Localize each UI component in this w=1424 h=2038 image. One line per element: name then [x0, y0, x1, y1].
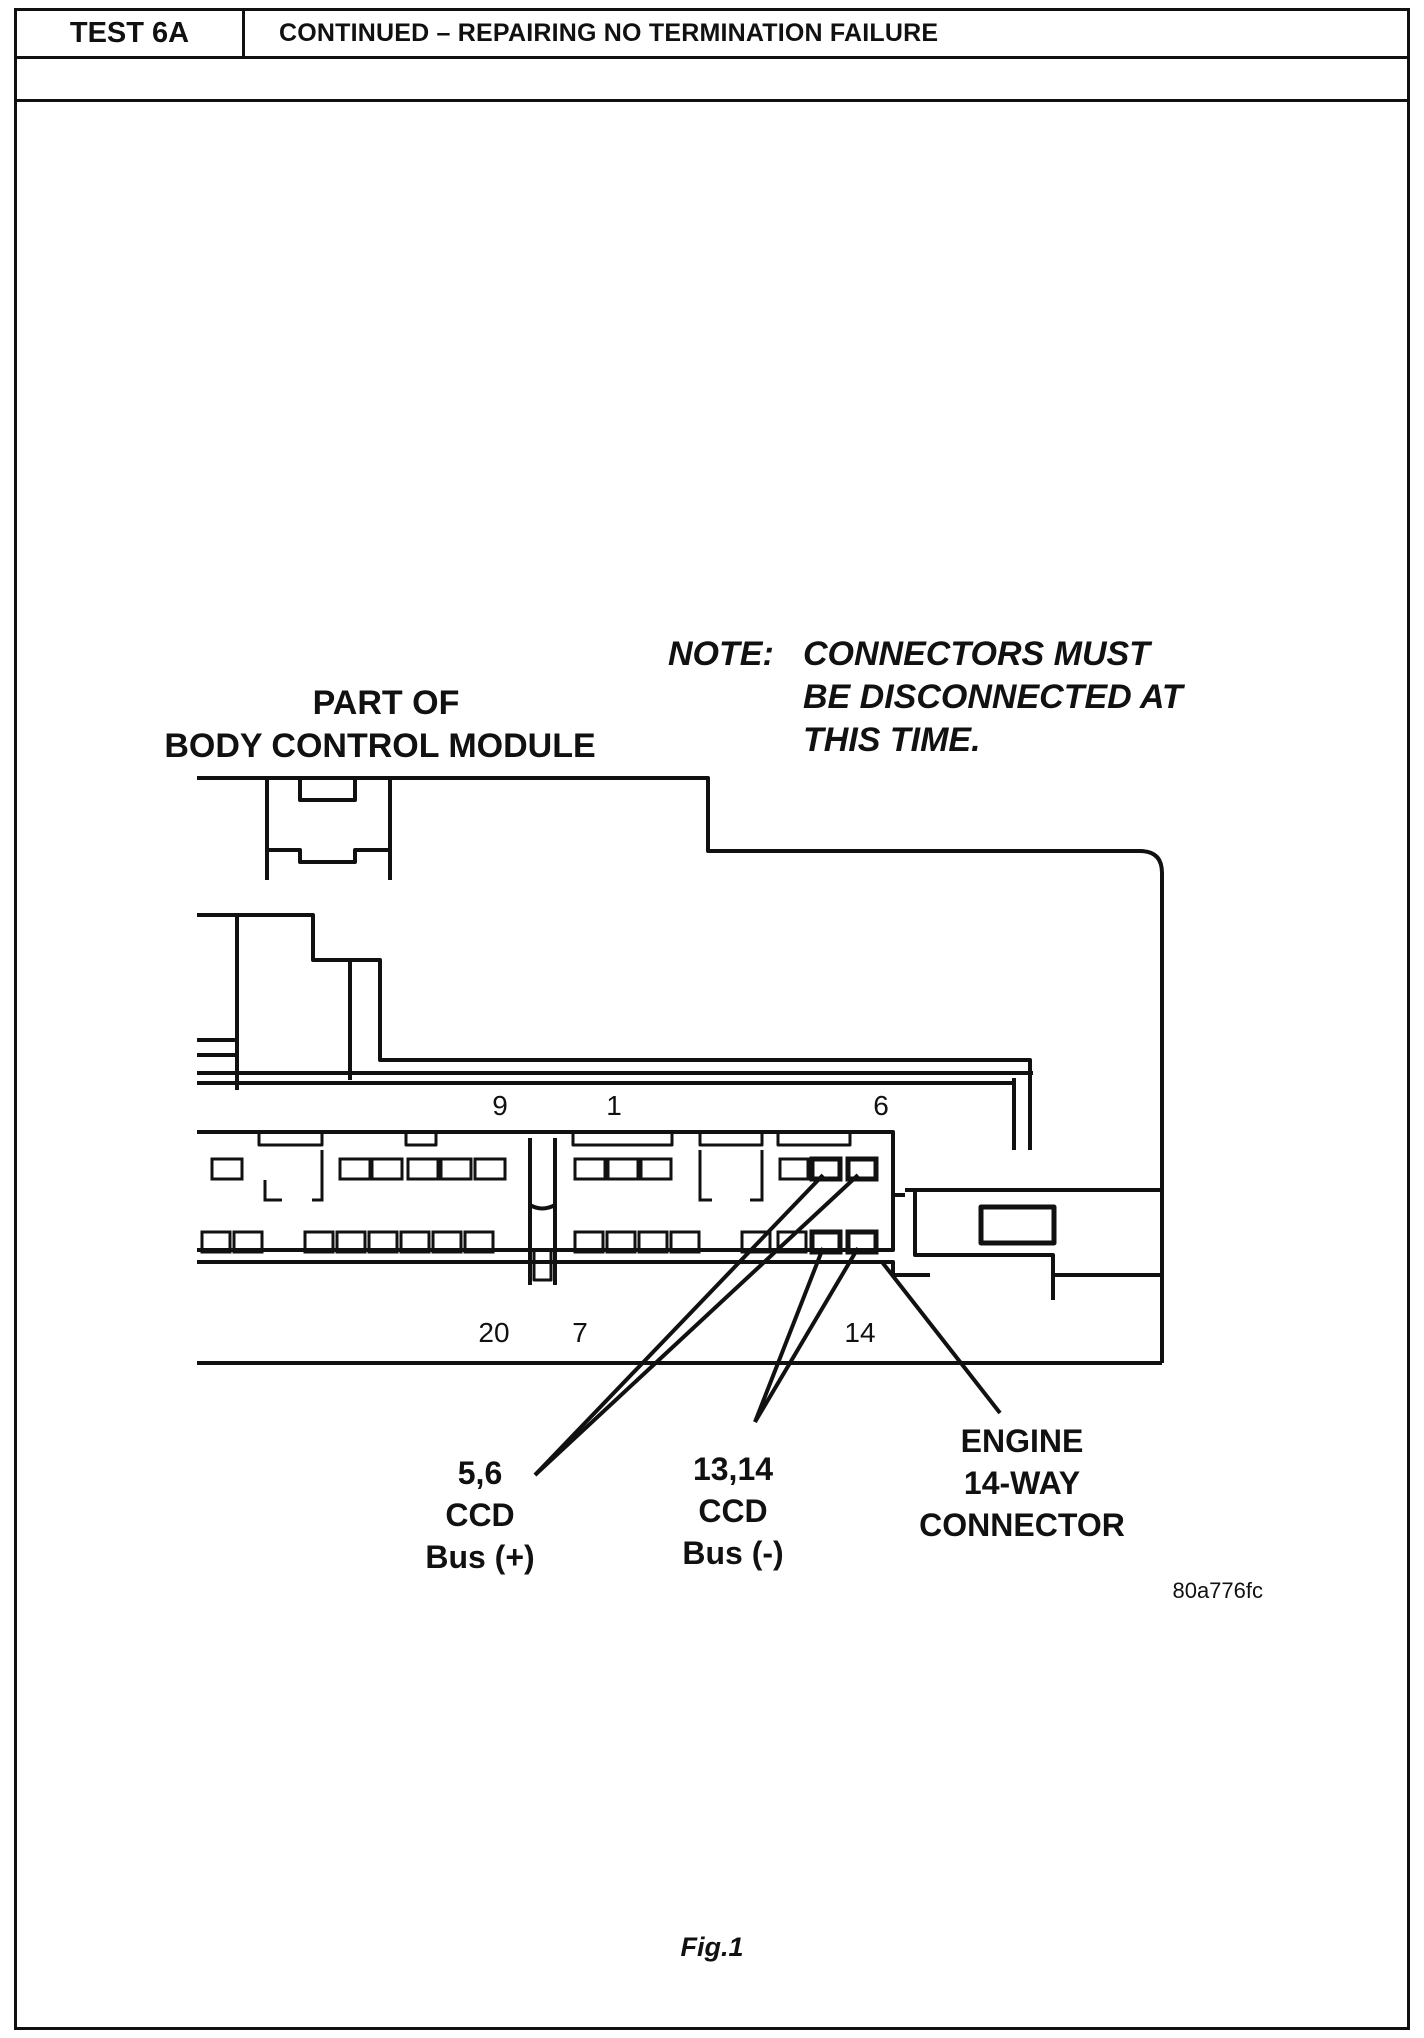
pin-14 — [845, 1229, 879, 1255]
callout-leaders — [533, 1173, 1002, 1477]
pin — [370, 1157, 404, 1181]
header-title: CONTINUED – REPAIRING NO TERMINATION FAI… — [279, 19, 939, 47]
figure-caption: Fig.1 — [680, 1932, 743, 1962]
pin-5 — [809, 1156, 843, 1182]
ccd-minus-bus: Bus (-) — [682, 1535, 783, 1571]
engine-connector-line-2: 14-WAY — [964, 1465, 1080, 1501]
pin — [606, 1157, 640, 1181]
pin — [637, 1230, 669, 1254]
pin — [367, 1230, 399, 1254]
pin — [200, 1230, 232, 1254]
pin — [573, 1157, 607, 1181]
test-id-label: TEST 6A — [17, 11, 245, 56]
ccd-minus-pins: 13,14 — [693, 1451, 773, 1487]
pin — [338, 1157, 372, 1181]
pin-number-label: 7 — [572, 1317, 588, 1348]
leader-ccd-minus-b — [753, 1246, 860, 1424]
pin — [303, 1230, 335, 1254]
pin — [406, 1157, 440, 1181]
image-code: 80a776fc — [1172, 1578, 1263, 1603]
pin — [335, 1230, 367, 1254]
module-inner-step — [350, 958, 1032, 1150]
module-label-line-2: BODY CONTROL MODULE — [164, 727, 595, 765]
module-left-step — [197, 913, 352, 1090]
engine-connector-line-1: ENGINE — [961, 1423, 1084, 1459]
engine-connector-end — [891, 1185, 905, 1197]
pin — [639, 1157, 673, 1181]
connector-center-divider — [528, 1138, 557, 1285]
pin-13 — [809, 1229, 843, 1255]
module-housing-outline — [197, 776, 1164, 1190]
ccd-plus-pins: 5,6 — [458, 1455, 502, 1491]
engine-connector-latch — [978, 1204, 1057, 1246]
pin — [473, 1157, 507, 1181]
pin — [778, 1157, 810, 1181]
pin-6 — [845, 1156, 879, 1182]
module-top-tab — [265, 778, 392, 880]
pin — [605, 1230, 637, 1254]
pin — [399, 1230, 431, 1254]
pin-number-label: 6 — [873, 1090, 889, 1121]
pin — [463, 1230, 495, 1254]
pin — [776, 1230, 808, 1254]
pin-number-label: 1 — [606, 1090, 622, 1121]
module-label-line-1: PART OF — [313, 684, 460, 722]
ccd-minus-name: CCD — [698, 1493, 767, 1529]
header-bar: TEST 6A CONTINUED – REPAIRING NO TERMINA… — [17, 11, 1407, 59]
leader-ccd-plus-a — [533, 1173, 825, 1477]
pin-number-label: 14 — [844, 1317, 875, 1348]
note-line-1: CONNECTORS MUST — [803, 635, 1153, 673]
pin — [439, 1157, 473, 1181]
engine-connector-line-3: CONNECTOR — [919, 1507, 1125, 1543]
note-line-2: BE DISCONNECTED AT — [803, 678, 1186, 716]
note-line-3: THIS TIME. — [803, 721, 981, 759]
leader-ccd-minus-a — [753, 1247, 825, 1423]
pin — [431, 1230, 463, 1254]
header-divider — [17, 99, 1407, 102]
bottom-pin-row — [200, 1229, 879, 1255]
pin — [740, 1230, 772, 1254]
page-frame: TEST 6A CONTINUED – REPAIRING NO TERMINA… — [14, 8, 1410, 2030]
ccd-plus-name: CCD — [445, 1497, 514, 1533]
leader-engine-connector — [880, 1260, 1002, 1415]
pin — [573, 1230, 605, 1254]
pin — [232, 1230, 264, 1254]
pin — [210, 1157, 244, 1181]
pin-number-label: 20 — [478, 1317, 509, 1348]
leader-ccd-plus-b — [533, 1173, 860, 1477]
note-prefix: NOTE: — [668, 635, 774, 673]
pin — [669, 1230, 701, 1254]
pin-number-label: 9 — [492, 1090, 508, 1121]
ccd-plus-bus: Bus (+) — [425, 1539, 534, 1575]
engine-connector-block — [905, 1188, 1162, 1300]
top-pin-row — [210, 1150, 879, 1202]
connector-bottom-rail — [197, 1260, 930, 1277]
